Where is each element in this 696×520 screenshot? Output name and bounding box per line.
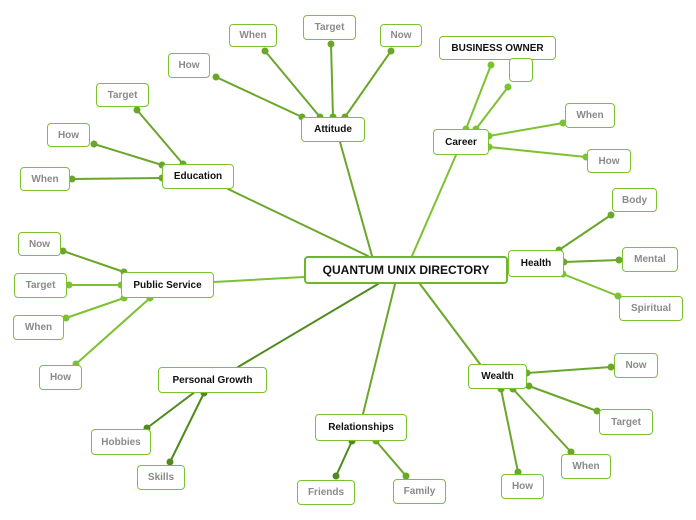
edge-public-target-end-dot: [65, 281, 73, 289]
edge-root-attitude: [339, 141, 373, 257]
attitude-how[interactable]: How: [168, 53, 210, 78]
edge-relationships-family-end-dot: [402, 472, 410, 480]
edge-career-when-end-dot: [559, 119, 567, 127]
edge-public-how: [75, 297, 151, 365]
branch-personal-growth[interactable]: Personal Growth: [158, 367, 267, 393]
edge-root-relationships: [362, 283, 396, 415]
health-body[interactable]: Body: [612, 188, 657, 212]
edge-public-now: [62, 250, 125, 273]
edge-public-now-end-dot: [59, 247, 67, 255]
edge-career-empty: [475, 86, 509, 130]
edge-wealth-target-end-dot: [593, 407, 601, 415]
edge-root-career: [411, 154, 457, 257]
edge-attitude-now: [344, 50, 392, 118]
edge-public-when: [65, 297, 125, 319]
public-service-now[interactable]: Now: [18, 232, 61, 256]
edge-wealth-target-start-dot: [525, 382, 533, 390]
edge-education-when-end-dot: [68, 175, 76, 183]
relationships-family[interactable]: Family: [393, 479, 446, 504]
career-business-owner[interactable]: BUSINESS OWNER: [439, 36, 556, 60]
edge-career-when: [488, 122, 564, 137]
edge-root-wealth: [419, 283, 481, 365]
edge-relationships-family: [375, 440, 407, 477]
edge-career-how: [488, 146, 587, 158]
attitude-target[interactable]: Target: [303, 15, 356, 40]
career-how[interactable]: How: [587, 149, 631, 173]
edge-public-when-end-dot: [62, 314, 70, 322]
branch-attitude[interactable]: Attitude: [301, 117, 365, 142]
edge-wealth-how-end-dot: [514, 468, 522, 476]
branch-relationships[interactable]: Relationships: [315, 414, 407, 441]
edge-attitude-how-end-dot: [212, 73, 220, 81]
root-node[interactable]: QUANTUM UNIX DIRECTORY: [304, 256, 508, 284]
edge-wealth-when: [512, 388, 572, 453]
edge-health-spiritual: [562, 273, 619, 297]
health-spiritual[interactable]: Spiritual: [619, 296, 683, 321]
education-when[interactable]: When: [20, 167, 70, 191]
branch-public-service[interactable]: Public Service: [121, 272, 214, 298]
personal-growth-hobbies[interactable]: Hobbies: [91, 429, 151, 455]
edge-personal-skills-end-dot: [166, 458, 174, 466]
edge-health-mental: [563, 259, 620, 263]
edge-relationships-friends: [335, 440, 353, 477]
wealth-when[interactable]: When: [561, 454, 611, 479]
edge-personal-skills: [169, 392, 205, 463]
edge-health-body-end-dot: [607, 211, 615, 219]
edge-health-body: [558, 214, 612, 251]
edge-root-public-service: [213, 276, 305, 283]
public-service-when[interactable]: When: [13, 315, 64, 340]
attitude-when[interactable]: When: [229, 24, 277, 47]
edge-relationships-friends-end-dot: [332, 472, 340, 480]
attitude-now[interactable]: Now: [380, 24, 422, 47]
branch-health[interactable]: Health: [508, 250, 564, 277]
edge-attitude-when: [264, 50, 321, 118]
edge-root-education: [227, 188, 369, 257]
edge-attitude-how: [215, 76, 303, 118]
edge-wealth-how: [500, 388, 519, 473]
edge-wealth-when-end-dot: [567, 448, 575, 456]
personal-growth-skills[interactable]: Skills: [137, 465, 185, 490]
branch-education[interactable]: Education: [162, 164, 234, 189]
health-mental[interactable]: Mental: [622, 247, 678, 272]
edge-career-empty-end-dot: [504, 83, 512, 91]
edge-education-target: [136, 109, 184, 165]
branch-career[interactable]: Career: [433, 129, 489, 155]
education-target[interactable]: Target: [96, 83, 149, 107]
edge-education-how: [93, 143, 163, 166]
wealth-target[interactable]: Target: [599, 409, 653, 435]
education-how[interactable]: How: [47, 123, 90, 147]
edge-wealth-now-end-dot: [607, 363, 615, 371]
edge-attitude-target-end-dot: [327, 40, 335, 48]
edge-root-personal-growth: [237, 283, 379, 368]
edge-attitude-when-end-dot: [261, 47, 269, 55]
edge-career-business-end-dot: [487, 61, 495, 69]
edge-education-when: [71, 177, 163, 180]
edge-attitude-now-end-dot: [387, 47, 395, 55]
career-when[interactable]: When: [565, 103, 615, 128]
edge-health-mental-end-dot: [615, 256, 623, 264]
career-empty-topic[interactable]: [509, 58, 533, 82]
edge-attitude-target: [330, 43, 334, 118]
wealth-how[interactable]: How: [501, 474, 544, 499]
edge-education-how-end-dot: [90, 140, 98, 148]
public-service-how[interactable]: How: [39, 365, 82, 390]
wealth-now[interactable]: Now: [614, 353, 658, 378]
edge-education-target-end-dot: [133, 106, 141, 114]
edge-wealth-now: [526, 366, 612, 374]
branch-wealth[interactable]: Wealth: [468, 364, 527, 389]
edge-career-business: [465, 64, 492, 130]
relationships-friends[interactable]: Friends: [297, 480, 355, 505]
edge-wealth-target: [528, 385, 598, 412]
public-service-target[interactable]: Target: [14, 273, 67, 298]
